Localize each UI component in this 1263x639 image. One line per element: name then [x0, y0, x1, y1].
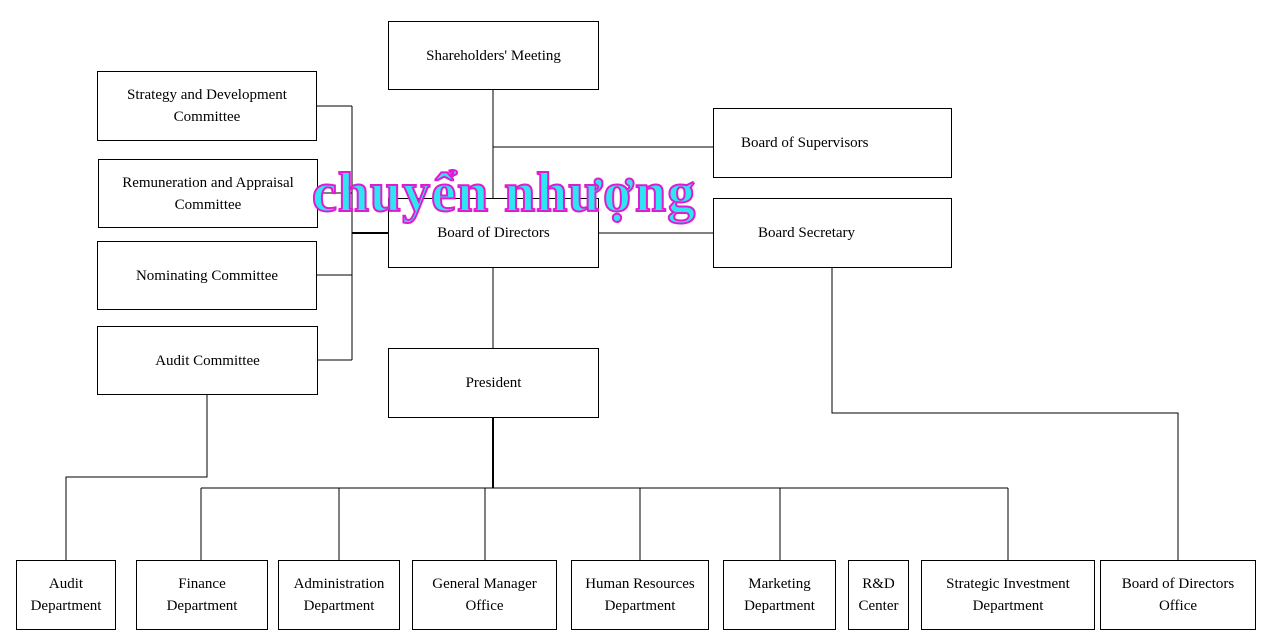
node-audit-department: Audit Department	[16, 560, 116, 630]
watermark-text: chuyển nhượng	[311, 162, 697, 224]
node-nominating-committee: Nominating Committee	[97, 241, 317, 310]
node-board-secretary: Board Secretary	[713, 198, 952, 268]
line-bod-office	[831, 267, 1179, 560]
node-board-of-supervisors: Board of Supervisors	[713, 108, 952, 178]
node-audit-committee: Audit Committee	[97, 326, 318, 395]
node-marketing-department: Marketing Department	[723, 560, 836, 630]
node-president: President	[388, 348, 599, 418]
line-audit-department	[65, 394, 208, 560]
node-shareholders-meeting: Shareholders' Meeting	[388, 21, 599, 90]
node-rnd-center: R&D Center	[848, 560, 909, 630]
node-remuneration-committee: Remuneration and Appraisal Committee	[98, 159, 318, 228]
node-strategy-committee: Strategy and Development Committee	[97, 71, 317, 141]
node-hr-department: Human Resources Department	[571, 560, 709, 630]
node-board-of-directors: Board of Directors	[388, 198, 599, 268]
node-strategic-investment-department: Strategic Investment Department	[921, 560, 1095, 630]
node-finance-department: Finance Department	[136, 560, 268, 630]
node-board-of-directors-office: Board of Directors Office	[1100, 560, 1256, 630]
node-administration-department: Administration Department	[278, 560, 400, 630]
node-general-manager-office: General Manager Office	[412, 560, 557, 630]
